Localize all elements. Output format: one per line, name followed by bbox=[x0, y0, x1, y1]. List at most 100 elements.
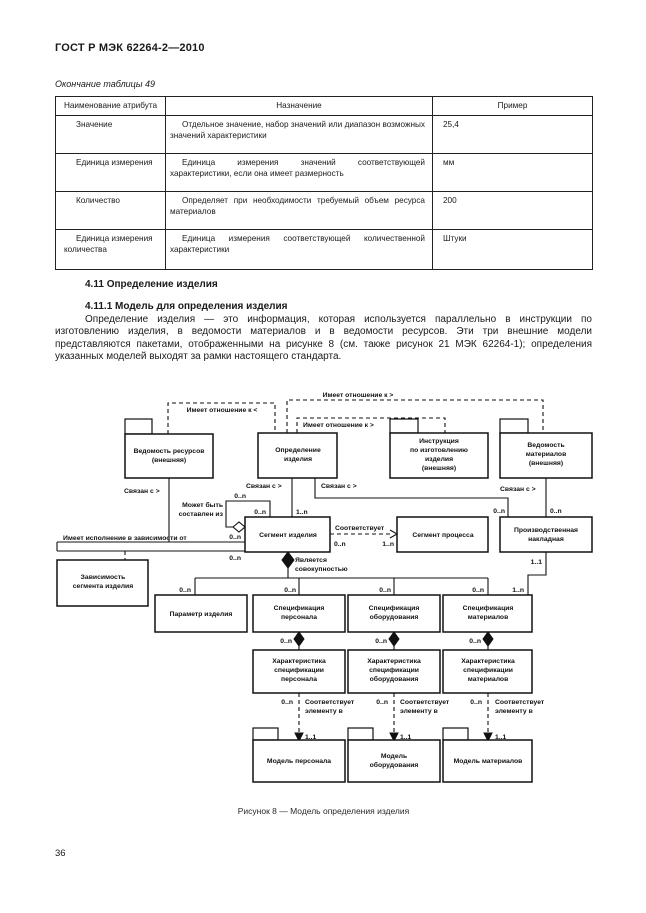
open-diamond bbox=[232, 521, 246, 533]
class-segment-dependency: Зависимость сегмента изделия bbox=[56, 559, 149, 607]
svg-text:спецификации: спецификации bbox=[369, 667, 419, 674]
body-paragraph: Определение изделия — это информация, ко… bbox=[55, 314, 592, 363]
page-number: 36 bbox=[55, 848, 66, 859]
svg-text:Ведомость: Ведомость bbox=[527, 442, 564, 449]
svg-text:Зависимость: Зависимость bbox=[81, 574, 126, 581]
edge-label: Имеет отношение к > bbox=[323, 392, 394, 399]
cell-example: мм bbox=[432, 153, 593, 192]
edge-label: Связан с > bbox=[246, 483, 282, 490]
multiplicity: 0..n bbox=[234, 493, 246, 500]
class-product-segment: Сегмент изделия bbox=[244, 516, 331, 553]
svg-text:Модель персонала: Модель персонала bbox=[267, 758, 331, 765]
multiplicity: 0..n bbox=[280, 638, 292, 645]
package-personnel-model: Модель персонала bbox=[252, 727, 346, 783]
multiplicity: 0..n bbox=[493, 508, 505, 515]
filled-arrowhead bbox=[483, 732, 493, 743]
svg-text:Спецификация: Спецификация bbox=[369, 605, 420, 612]
svg-text:изделия: изделия bbox=[425, 456, 453, 463]
table-row: Количество Определяет при необходимости … bbox=[55, 191, 593, 230]
svg-text:Модель: Модель bbox=[381, 753, 407, 760]
multiplicity: 0..n bbox=[376, 699, 388, 706]
multiplicity: 1..1 bbox=[400, 734, 412, 741]
table-row: Единица измерения количества Единица изм… bbox=[55, 229, 593, 270]
edge-label: Является bbox=[295, 557, 327, 564]
multiplicity: 1..1 bbox=[531, 559, 543, 566]
edge-label: Связан с > bbox=[124, 488, 160, 495]
cell-attribute: Единица измерения количества bbox=[55, 229, 166, 270]
svg-text:Характеристика: Характеристика bbox=[272, 658, 326, 665]
svg-text:накладная: накладная bbox=[528, 536, 564, 543]
svg-text:Спецификация: Спецификация bbox=[463, 605, 514, 612]
edge-label: Соответствует bbox=[495, 699, 545, 706]
figure-caption: Рисунок 8 — Модель определения изделия bbox=[237, 806, 410, 816]
multiplicity: 0..n bbox=[334, 541, 346, 548]
multiplicity: 0..n bbox=[229, 555, 241, 562]
cell-purpose: Единица измерения значений соответствующ… bbox=[165, 153, 433, 192]
svg-text:спецификации: спецификации bbox=[463, 667, 513, 674]
class-personnel-spec-property: Характеристика спецификации персонала bbox=[252, 649, 346, 694]
svg-text:материалов: материалов bbox=[526, 451, 567, 458]
edge-label: элементу в bbox=[305, 708, 343, 715]
svg-text:оборудования: оборудования bbox=[370, 675, 419, 683]
filled-diamond bbox=[482, 631, 494, 647]
class-product-parameter: Параметр изделия bbox=[154, 594, 248, 633]
edge-label: элементу в bbox=[400, 708, 438, 715]
edge-label: Имеет отношение к < bbox=[187, 407, 258, 414]
cell-example: 200 bbox=[432, 191, 593, 230]
edge-label: Связан с > bbox=[321, 483, 357, 490]
filled-diamond bbox=[293, 631, 305, 647]
table-continuation-note: Окончание таблицы 49 bbox=[55, 79, 155, 89]
edge-label: Соответствует bbox=[305, 699, 355, 706]
self-aggregation-line bbox=[225, 500, 271, 528]
svg-text:Параметр изделия: Параметр изделия bbox=[170, 611, 233, 618]
multiplicity: 0..n bbox=[254, 509, 266, 516]
class-material-spec-property: Характеристика спецификации материалов bbox=[442, 649, 533, 694]
multiplicity: 0..n bbox=[284, 587, 296, 594]
class-process-segment: Сегмент процесса bbox=[396, 516, 489, 553]
svg-text:Инструкция: Инструкция bbox=[419, 438, 459, 445]
multiplicity: 0..n bbox=[229, 534, 241, 541]
edge-label: Имеет исполнение в зависимости от bbox=[63, 535, 187, 542]
svg-text:по изготовлению: по изготовлению bbox=[410, 447, 468, 454]
package-bill-of-material: Ведомость материалов (внешняя) bbox=[499, 418, 593, 479]
svg-text:персонала: персонала bbox=[281, 614, 317, 621]
multiplicity: 1..n bbox=[296, 509, 308, 516]
svg-text:Определение: Определение bbox=[275, 447, 321, 454]
svg-text:изделия: изделия bbox=[284, 456, 312, 463]
association-line bbox=[314, 478, 509, 517]
open-arrowhead bbox=[389, 529, 399, 539]
package-equipment-model: Модель оборудования bbox=[347, 727, 441, 783]
cell-example: Штуки bbox=[432, 229, 593, 270]
aggregation-branch bbox=[194, 568, 489, 595]
table-row: Единица измерения Единица измерения знач… bbox=[55, 153, 593, 192]
package-bill-of-resources: Ведомость ресурсов (внешняя) bbox=[124, 418, 214, 479]
svg-text:Характеристика: Характеристика bbox=[461, 658, 515, 665]
class-equipment-spec-property: Характеристика спецификации оборудования bbox=[347, 649, 441, 694]
cell-example: 25,4 bbox=[432, 115, 593, 154]
multiplicity: 0..n bbox=[379, 587, 391, 594]
section-heading: 4.11 Определение изделия bbox=[85, 279, 218, 290]
multiplicity: 0..n bbox=[472, 587, 484, 594]
edge-label: Может быть bbox=[182, 501, 223, 509]
edge-label: составлен из bbox=[179, 511, 224, 518]
relationship-line bbox=[296, 417, 446, 433]
class-material-specification: Спецификация материалов bbox=[442, 594, 533, 633]
subsection-heading: 4.11.1 Модель для определения изделия bbox=[85, 301, 288, 312]
multiplicity: 1..n bbox=[382, 541, 394, 548]
svg-text:Ведомость ресурсов: Ведомость ресурсов bbox=[134, 448, 205, 455]
svg-text:материалов: материалов bbox=[468, 676, 509, 683]
multiplicity: 0..n bbox=[179, 587, 191, 594]
multiplicity: 0..n bbox=[550, 508, 562, 515]
table-header-row: Наименование атрибута Назначение Пример bbox=[55, 96, 593, 116]
package-manufacturing-instruction: Инструкция по изготовлению изделия (внеш… bbox=[389, 418, 489, 479]
multiplicity: 1..n bbox=[512, 587, 524, 594]
svg-text:Характеристика: Характеристика bbox=[367, 658, 421, 665]
svg-text:персонала: персонала bbox=[281, 676, 317, 683]
multiplicity: 1..1 bbox=[305, 734, 317, 741]
svg-text:материалов: материалов bbox=[468, 614, 509, 621]
edge-label: совокупностью bbox=[295, 566, 348, 573]
package-material-model: Модель материалов bbox=[442, 727, 533, 783]
multiplicity: 0..n bbox=[470, 699, 482, 706]
